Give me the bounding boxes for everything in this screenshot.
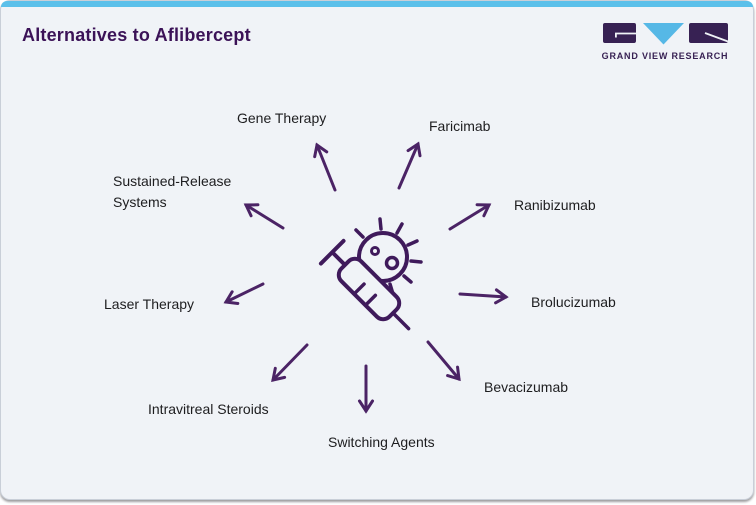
arrow-to-laser-therapy xyxy=(223,282,265,305)
arrow-to-brolucizumab xyxy=(458,288,509,305)
arrow-to-bevacizumab xyxy=(426,340,461,382)
arrow-to-gene-therapy xyxy=(313,142,337,192)
label-switching-agents: Switching Agents xyxy=(328,434,435,450)
top-accent-bar xyxy=(1,1,753,7)
label-intravitreal-steroids: Intravitreal Steroids xyxy=(148,401,269,417)
syringe-and-virus-icon xyxy=(318,217,423,331)
arrow-to-ranibizumab xyxy=(448,203,492,231)
label-sustained-release-systems: Sustained-Release Systems xyxy=(113,173,232,210)
label-laser-therapy: Laser Therapy xyxy=(104,296,195,312)
arrow-to-intravitreal-steroids xyxy=(271,343,309,382)
label-ranibizumab: Ranibizumab xyxy=(514,197,596,213)
brand-name: GRAND VIEW RESEARCH xyxy=(601,51,729,61)
label-gene-therapy: Gene Therapy xyxy=(237,110,327,126)
gvr-logo-icon xyxy=(603,23,729,45)
arrow-to-faricimab xyxy=(397,141,422,190)
label-faricimab: Faricimab xyxy=(429,118,491,134)
label-brolucizumab: Brolucizumab xyxy=(531,294,616,310)
grand-view-research-logo: GRAND VIEW RESEARCH xyxy=(595,23,735,61)
page-title: Alternatives to Aflibercept xyxy=(22,25,251,45)
label-bevacizumab: Bevacizumab xyxy=(484,379,569,395)
arrow-to-sustained-release xyxy=(243,203,285,230)
